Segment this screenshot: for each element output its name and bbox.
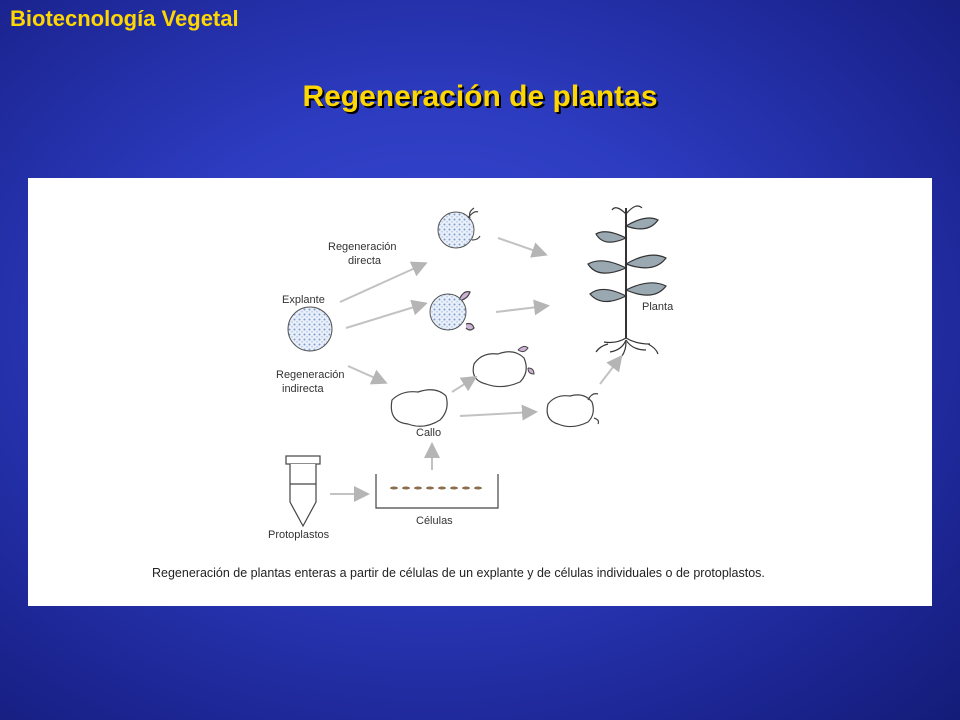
explante-label: Explante <box>282 294 325 306</box>
figure-panel: Explante Regeneración directa Regeneraci… <box>28 178 932 606</box>
header-title: Biotecnología Vegetal <box>10 6 239 31</box>
shoot-icon <box>467 207 481 241</box>
direct-disc-1 <box>437 211 475 249</box>
regeneration-diagram: Explante Regeneración directa Regeneraci… <box>152 205 765 580</box>
callo-shoots-shape <box>472 351 527 388</box>
figure-caption: Regeneración de plantas enteras a partir… <box>152 566 765 580</box>
callo-shape <box>390 389 448 427</box>
arrow-explante-directa-2 <box>345 299 428 329</box>
celulas-dish <box>375 474 499 509</box>
callo-shoot-right <box>546 394 594 428</box>
plant-illustration <box>587 205 667 357</box>
arrow-callo-shoots <box>451 375 478 393</box>
arrow-right-plant <box>599 354 623 385</box>
explante-disc <box>287 306 333 352</box>
shoot-icon-4 <box>587 393 600 425</box>
arrow-disc1-plant <box>497 237 548 258</box>
arrow-disc2-plant <box>495 299 550 316</box>
regeneracion-indirecta-label-2: indirecta <box>282 383 324 395</box>
protoplast-tube <box>285 455 321 528</box>
celulas-row <box>390 486 482 490</box>
celulas-label: Células <box>416 515 453 527</box>
planta-label: Planta <box>642 301 674 313</box>
slide-title: Regeneración de plantas <box>302 80 658 113</box>
arrow-explante-callo <box>347 365 388 385</box>
shoot-icon-3 <box>517 345 535 375</box>
arrow-explante-directa <box>339 261 428 303</box>
regeneracion-directa-label-2: directa <box>348 255 382 267</box>
shoot-icon-2 <box>459 291 475 331</box>
callo-label: Callo <box>416 427 441 439</box>
direct-disc-2 <box>429 293 467 331</box>
arrow-callo-right <box>459 404 538 421</box>
regeneracion-indirecta-label-1: Regeneración <box>276 369 345 381</box>
protoplastos-label: Protoplastos <box>268 529 330 541</box>
regeneracion-directa-label-1: Regeneración <box>328 241 397 253</box>
